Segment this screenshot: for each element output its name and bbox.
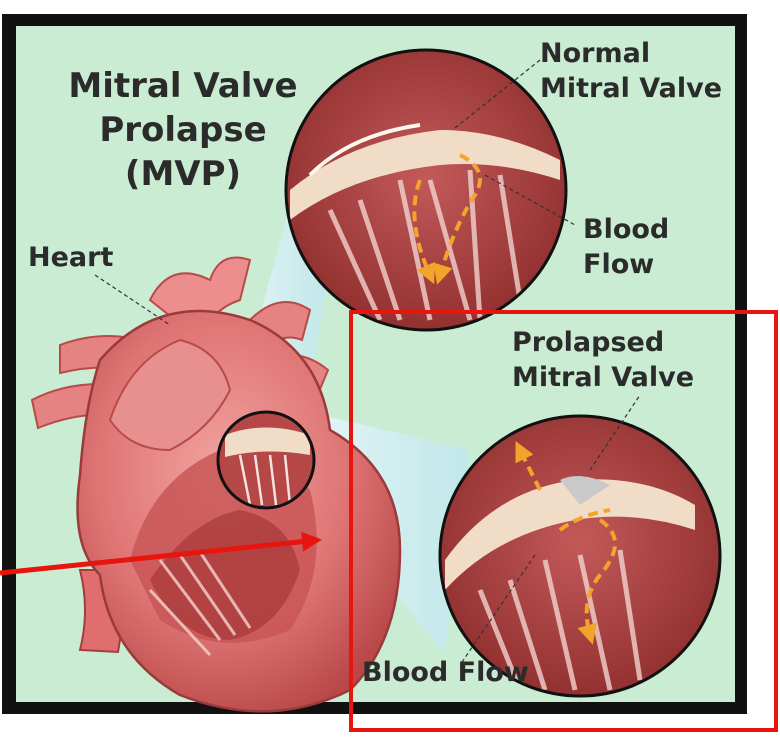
diagram-title: Mitral Valve Prolapse (MVP) bbox=[58, 64, 308, 196]
normal-valve-label-line-1: Normal bbox=[540, 36, 722, 71]
prolapsed-valve-label: Prolapsed Mitral Valve bbox=[512, 325, 694, 395]
normal-valve-label: Normal Mitral Valve bbox=[540, 36, 722, 106]
title-line-3: (MVP) bbox=[58, 152, 308, 196]
title-line-1: Mitral Valve bbox=[58, 64, 308, 108]
normal-flow-label-line-2: Flow bbox=[583, 247, 669, 282]
normal-flow-label: Blood Flow bbox=[583, 212, 669, 282]
prolapsed-valve-label-line-1: Prolapsed bbox=[512, 325, 694, 360]
title-line-2: Prolapse bbox=[58, 108, 308, 152]
normal-flow-label-line-1: Blood bbox=[583, 212, 669, 247]
normal-valve-label-line-2: Mitral Valve bbox=[540, 71, 722, 106]
prolapsed-valve-label-line-2: Mitral Valve bbox=[512, 360, 694, 395]
prolapsed-flow-label: Blood Flow bbox=[362, 655, 529, 690]
heart-label: Heart bbox=[28, 240, 113, 275]
